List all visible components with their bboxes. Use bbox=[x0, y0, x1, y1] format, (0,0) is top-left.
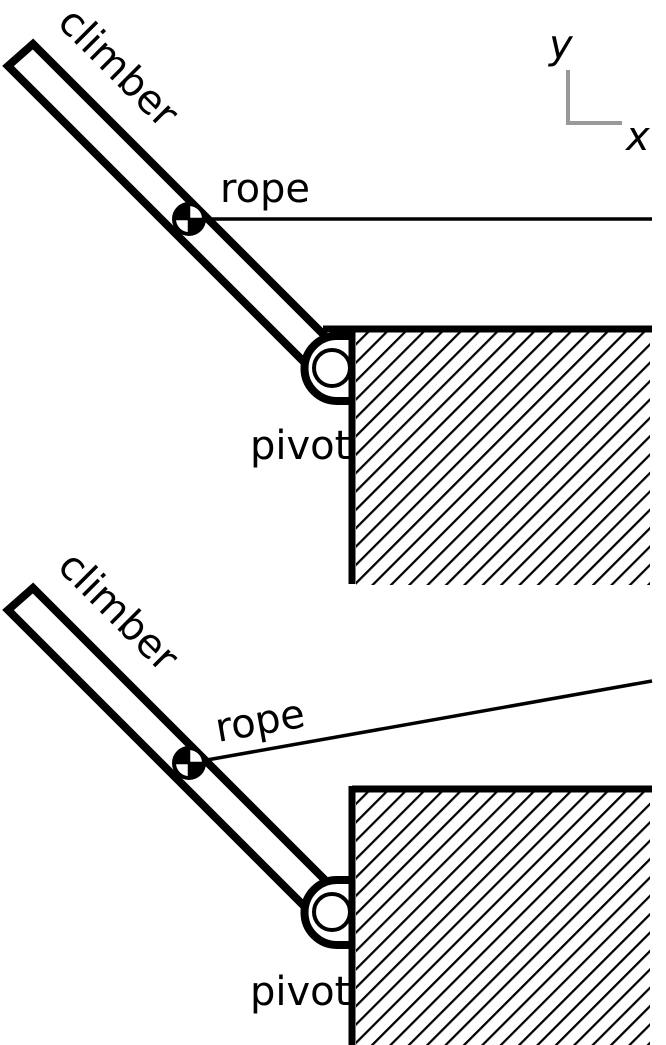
rope bbox=[189, 679, 653, 765]
center-of-mass-marker bbox=[172, 202, 206, 236]
axes-indicator: y x bbox=[548, 22, 650, 160]
wall-hatch bbox=[356, 791, 650, 1045]
pivot bbox=[300, 332, 356, 405]
pivot-label: pivot bbox=[250, 423, 350, 469]
pivot-pin bbox=[312, 348, 352, 388]
wall-block bbox=[323, 325, 652, 585]
x-axis-label: x bbox=[624, 114, 650, 160]
pivot bbox=[300, 876, 356, 950]
wall-hatch bbox=[356, 331, 650, 585]
rope-label: rope bbox=[220, 166, 310, 212]
rope-label: rope bbox=[212, 691, 309, 752]
pivot-pin bbox=[312, 892, 352, 932]
panel-1: climber rope pivot bbox=[2, 0, 652, 585]
panel-2: climber rope pivot bbox=[2, 543, 653, 1045]
center-of-mass-marker bbox=[172, 746, 206, 780]
axis-lines bbox=[566, 70, 622, 125]
wall-block bbox=[348, 785, 652, 1045]
y-axis-label: y bbox=[548, 22, 574, 68]
pivot-label: pivot bbox=[250, 969, 350, 1015]
